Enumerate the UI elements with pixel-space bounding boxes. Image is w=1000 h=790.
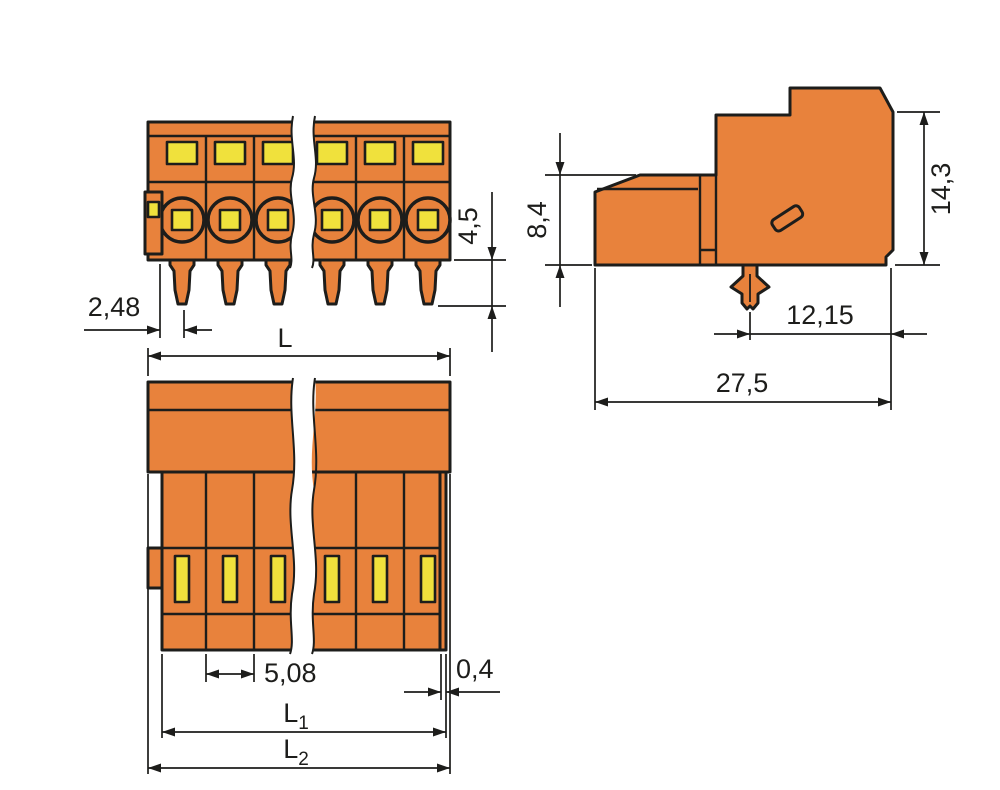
side-profile [593, 86, 895, 267]
dim-label-total-depth: 27,5 [716, 368, 769, 398]
dim-label-front-height: 8,4 [522, 201, 552, 239]
break-mark-front [289, 115, 317, 269]
side-view: 8,4 14,3 12,15 27,5 [522, 86, 956, 410]
release-slot [770, 204, 805, 233]
front-view: 2,48 4,5 [84, 115, 506, 352]
dim-label-total-length: L [277, 323, 292, 353]
dimension-pin-offset [84, 264, 212, 338]
dimension-pin-length [438, 192, 506, 352]
dim-label-wall-thickness: 0,4 [456, 654, 494, 684]
dimension-l1 [161, 654, 446, 738]
dimension-l2 [147, 474, 451, 774]
contact-slots [173, 554, 437, 604]
dimension-front-height [545, 133, 636, 307]
side-detail-lines [597, 175, 718, 265]
lever-openings [165, 140, 445, 166]
dimension-wall-thickness [404, 654, 500, 738]
dim-label-pitch: 5,08 [264, 658, 317, 688]
dimension-total-length [147, 348, 451, 376]
side-wall [438, 470, 448, 652]
latch-window [146, 200, 161, 219]
dimension-total-height [895, 111, 940, 266]
solder-pins [168, 258, 442, 306]
dim-label-total-height: 14,3 [926, 163, 956, 216]
dim-label-pin-length: 4,5 [453, 207, 483, 245]
top-view: L 5,08 0,4 L1 L2 [146, 323, 500, 774]
dim-label-pin-offset: 2,48 [88, 292, 141, 322]
dim-label-l2: L2 [283, 734, 309, 770]
dimension-foot-to-edge [714, 312, 927, 340]
side-latch-tab [146, 546, 164, 590]
dimension-total-depth [594, 268, 892, 410]
dim-label-foot-to-edge: 12,15 [786, 300, 854, 330]
contact-openings [158, 196, 452, 244]
dimension-pitch [205, 654, 255, 682]
break-mark-top [289, 377, 318, 655]
dim-label-l1: L1 [283, 698, 309, 734]
